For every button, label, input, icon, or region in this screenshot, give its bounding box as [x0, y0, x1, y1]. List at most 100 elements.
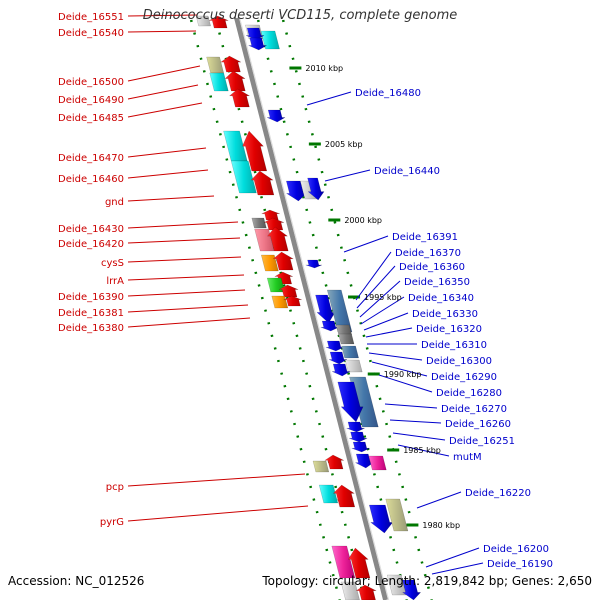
left-gene-label: Deide_16470 [58, 153, 124, 164]
kbp-label: 1995 kbp [364, 293, 402, 302]
forward-gene [224, 70, 246, 92]
reverse-gene [248, 37, 268, 51]
left-leader-line [127, 237, 241, 244]
reverse-gene [368, 455, 387, 471]
map-title: Deinococcus deserti VCD115, complete gen… [142, 8, 458, 23]
right-leader-line [365, 327, 413, 338]
reverse-gene [338, 333, 355, 345]
tick-column [189, 19, 341, 600]
left-gene-label: Deide_16551 [58, 12, 124, 23]
left-gene-label: gnd [105, 197, 124, 208]
reverse-gene [320, 320, 339, 332]
right-gene-label: Deide_16300 [426, 356, 492, 367]
right-gene-label: Deide_16350 [404, 277, 470, 288]
left-gene-label: pyrG [100, 517, 124, 528]
right-gene-label: Deide_16260 [445, 419, 511, 430]
forward-gene [260, 254, 279, 272]
forward-gene [347, 547, 371, 579]
right-gene-label: Deide_16290 [431, 372, 497, 383]
forward-gene [272, 251, 295, 271]
forward-gene [230, 160, 257, 194]
right-gene-label: Deide_16280 [436, 388, 502, 399]
right-leader-line [360, 296, 405, 325]
right-gene-label: Deide_16330 [412, 309, 478, 320]
reverse-gene [337, 381, 364, 423]
right-leader-line [431, 562, 484, 575]
reverse-gene [355, 453, 375, 469]
left-gene-label: Deide_16381 [58, 308, 124, 319]
right-gene-label: Deide_16190 [487, 559, 553, 570]
left-gene-label: Deide_16430 [58, 224, 124, 235]
forward-gene [228, 88, 251, 108]
reverse-gene [346, 421, 365, 433]
kbp-label: 1980 kbp [422, 521, 460, 530]
right-leader-line [389, 419, 442, 424]
right-leader-line [384, 403, 438, 409]
right-leader-line [359, 280, 401, 318]
reverse-gene [335, 324, 353, 336]
forward-gene [209, 72, 229, 92]
left-gene-label: Deide_16380 [58, 323, 124, 334]
right-gene-label: Deide_16200 [483, 544, 549, 555]
right-gene-label: Deide_16220 [465, 488, 531, 499]
right-leader-line [356, 265, 396, 309]
left-leader-line [127, 65, 201, 82]
right-leader-line [416, 491, 462, 509]
right-leader-line [343, 235, 389, 253]
right-gene-label: Deide_16480 [355, 88, 421, 99]
left-leader-line [127, 221, 239, 229]
left-gene-label: Deide_16485 [58, 113, 124, 124]
right-gene-label: Deide_16320 [416, 324, 482, 335]
reverse-gene [328, 351, 348, 365]
kbp-label: 2005 kbp [325, 140, 363, 149]
reverse-gene [349, 431, 368, 443]
reverse-gene [245, 27, 265, 41]
left-leader-line [127, 195, 215, 202]
forward-gene [324, 454, 344, 470]
right-gene-label: Deide_16251 [449, 436, 515, 447]
left-leader-line [127, 14, 198, 17]
kbp-label: 1990 kbp [384, 370, 422, 379]
forward-gene [250, 170, 275, 196]
left-gene-label: Deide_16540 [58, 28, 124, 39]
forward-gene [331, 545, 356, 579]
forward-gene [209, 15, 229, 29]
forward-gene [271, 295, 289, 309]
right-gene-label: Deide_16391 [392, 232, 458, 243]
left-leader-line [127, 102, 203, 118]
right-gene-label: Deide_16270 [441, 404, 507, 415]
reverse-gene [307, 177, 325, 201]
right-leader-line [425, 547, 480, 568]
right-gene-label: Deide_16440 [374, 166, 440, 177]
forward-gene [261, 209, 280, 221]
reverse-gene [386, 574, 407, 596]
forward-gene [355, 584, 377, 600]
right-leader-line [371, 361, 428, 377]
right-gene-label: Deide_16340 [408, 293, 474, 304]
left-gene-label: Deide_16500 [58, 77, 124, 88]
reverse-gene [266, 109, 286, 123]
left-leader-line [127, 256, 242, 263]
right-leader-line [378, 374, 433, 393]
left-leader-line [127, 30, 197, 33]
reverse-gene [385, 498, 409, 532]
left-leader-line [127, 84, 199, 100]
left-gene-label: Deide_16460 [58, 174, 124, 185]
left-gene-label: pcp [106, 482, 124, 493]
left-leader-line [127, 147, 207, 158]
genome-backbone [234, 17, 389, 600]
right-leader-line [363, 312, 409, 331]
tick-column [256, 19, 408, 600]
left-gene-label: Deide_16490 [58, 95, 124, 106]
tick-column [214, 19, 366, 600]
left-leader-line [127, 274, 245, 281]
kbp-label: 2010 kbp [305, 64, 343, 73]
reverse-gene [285, 180, 308, 202]
forward-gene [283, 295, 302, 307]
right-gene-label: Deide_16360 [399, 262, 465, 273]
right-leader-line [355, 251, 392, 301]
kbp-label: 1985 kbp [403, 446, 441, 455]
reverse-gene [315, 294, 336, 324]
reverse-gene [401, 579, 422, 600]
